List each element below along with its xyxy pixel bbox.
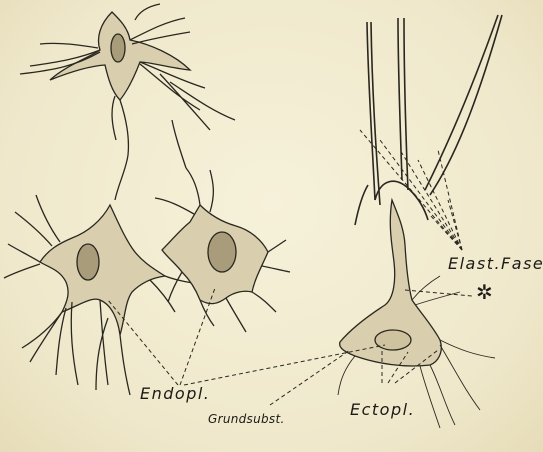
label-elastic-fibers: Elast.Fasern (448, 254, 543, 273)
top-cell (20, 4, 235, 200)
label-ground-substance: Grundsubst. (208, 412, 285, 426)
label-endoplasm: Endopl. (140, 384, 210, 403)
right-cell-body (338, 200, 495, 428)
fiber-bundle (355, 15, 502, 225)
asterisk-marker-icon: ✲ (476, 283, 493, 303)
right-cell (155, 120, 290, 332)
label-ectoplasm: Ectopl. (350, 400, 415, 419)
